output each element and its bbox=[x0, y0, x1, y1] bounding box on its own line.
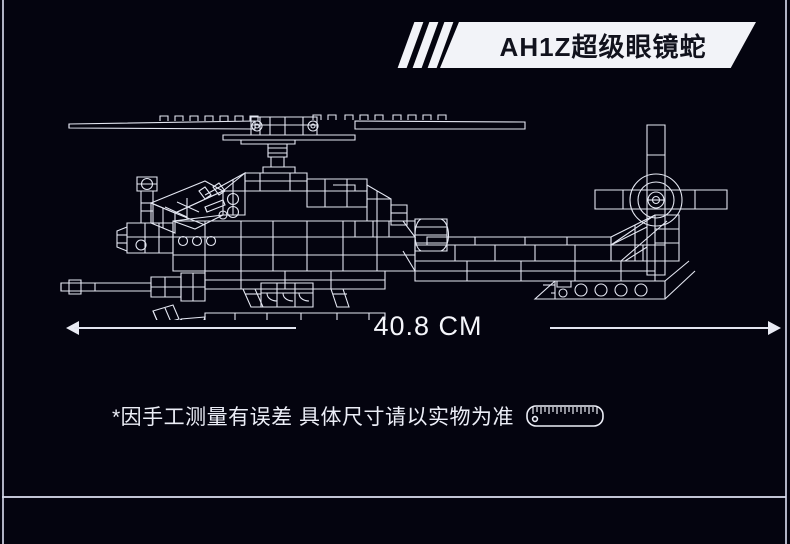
dimension-value: 40.8 CM bbox=[373, 310, 483, 341]
banner-title: AH1Z超级眼镜蛇 bbox=[499, 31, 707, 62]
title-banner: AH1Z超级眼镜蛇 bbox=[396, 18, 756, 72]
helicopter-blueprint bbox=[55, 95, 745, 320]
frame-line-left bbox=[2, 0, 4, 544]
banner-plate bbox=[440, 22, 756, 68]
dimension-line-right bbox=[550, 327, 772, 329]
frame-line-bottom bbox=[2, 496, 786, 498]
arrow-right-icon bbox=[768, 321, 781, 335]
ruler-icon bbox=[526, 404, 604, 428]
dimension-row: 40.8 CM bbox=[60, 305, 781, 347]
dimension-line-left bbox=[74, 327, 296, 329]
frame-line-right bbox=[785, 0, 787, 544]
measurement-note-text: *因手工测量有误差 具体尺寸请以实物为准 bbox=[112, 406, 515, 429]
measurement-note: *因手工测量有误差 具体尺寸请以实物为准 bbox=[112, 399, 604, 433]
arrow-left-icon bbox=[66, 321, 79, 335]
